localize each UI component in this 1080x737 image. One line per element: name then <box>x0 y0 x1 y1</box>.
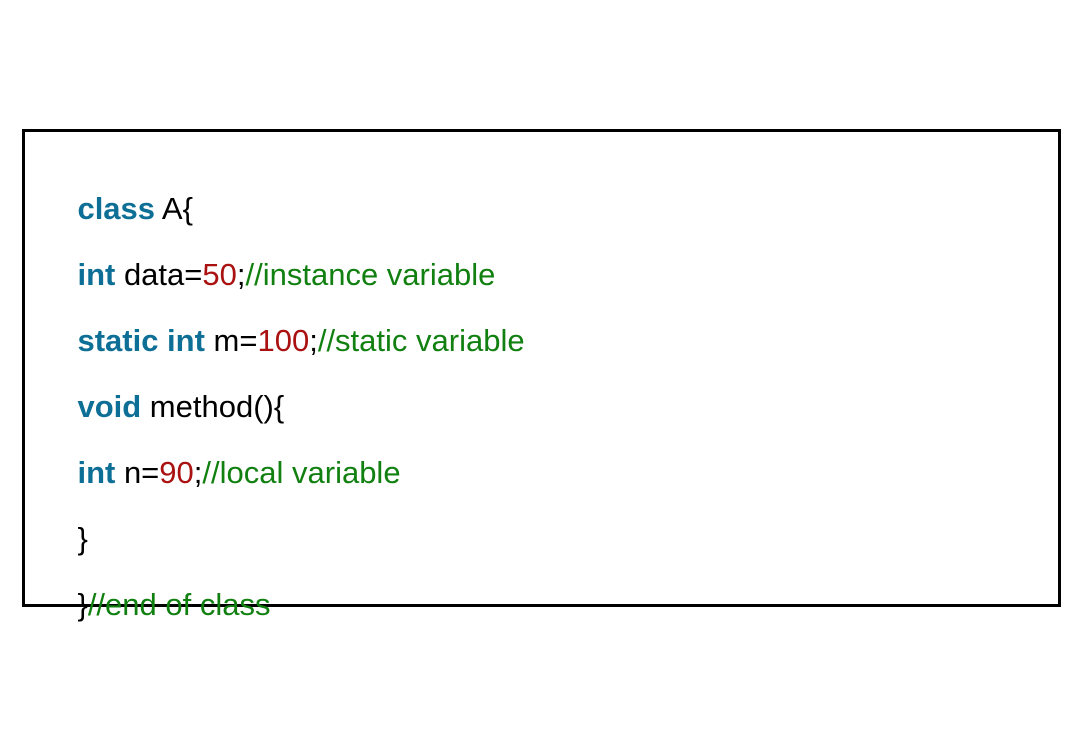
keyword-token: void <box>77 389 142 424</box>
code-line-3: static int m=100;//static variable <box>43 281 524 358</box>
keyword-token: static int <box>77 323 205 358</box>
code-comment: //end of class <box>87 587 271 622</box>
keyword-token: int <box>77 455 116 490</box>
code-token: ; <box>236 257 246 292</box>
code-token: data= <box>115 257 203 292</box>
code-comment: //local variable <box>202 455 401 490</box>
code-comment: //instance variable <box>245 257 496 292</box>
code-line-4: void method(){ <box>43 347 284 424</box>
code-line-5: int n=90;//local variable <box>43 413 400 490</box>
code-token: method(){ <box>141 389 285 424</box>
code-token: ; <box>309 323 318 358</box>
number-literal: 90 <box>159 455 194 490</box>
code-line-6: } <box>43 479 87 556</box>
code-token: n= <box>115 455 160 490</box>
code-line-2: int data=50;//instance variable <box>43 215 495 292</box>
code-block: class A{ int data=50;//instance variable… <box>22 129 1061 622</box>
code-token: ; <box>193 455 203 490</box>
keyword-token: class <box>77 191 156 226</box>
code-token: } <box>77 587 88 622</box>
code-token: } <box>77 521 88 556</box>
code-line-7: }//end of class <box>43 545 270 622</box>
number-literal: 100 <box>257 323 310 358</box>
code-token: A{ <box>155 191 193 226</box>
code-line-1: class A{ <box>43 149 193 226</box>
code-comment: //static variable <box>317 323 525 358</box>
keyword-token: int <box>77 257 116 292</box>
number-literal: 50 <box>202 257 237 292</box>
code-token: m= <box>204 323 258 358</box>
